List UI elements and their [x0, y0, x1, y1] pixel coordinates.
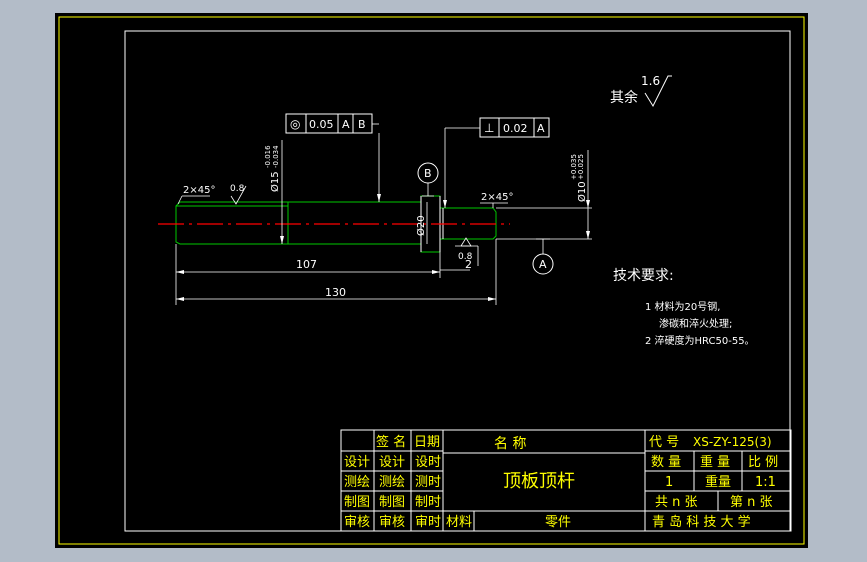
tb-part-name: 顶板顶杆	[503, 471, 575, 492]
tb-r1b: 设计	[379, 455, 405, 470]
tb-qty-label: 数 量	[651, 455, 681, 470]
tb-code-value: XS-ZY-125(3)	[693, 435, 772, 449]
requirements-line3: 2 淬硬度为HRC50-55。	[645, 334, 755, 347]
tb-r4b: 审核	[379, 515, 405, 530]
dim-dia15-tol-upper: -0.016	[264, 145, 272, 168]
tolerance-frame-2	[479, 117, 550, 138]
dim-groove: 2	[465, 258, 472, 271]
sheet-background	[55, 13, 808, 548]
tb-r2b: 测绘	[379, 475, 405, 490]
tb-scale-label: 比 例	[748, 455, 778, 470]
tb-r1: 设计	[344, 455, 370, 470]
datum-a-label: A	[539, 258, 547, 271]
dim-rough-left: 0.8	[230, 184, 245, 194]
roughness-symbol-left	[230, 185, 247, 205]
surface-value: 1.6	[641, 74, 660, 88]
roughness-symbol-other	[644, 75, 672, 108]
tb-r4: 审核	[344, 515, 370, 530]
dim-chamfer-right: 2×45°	[481, 192, 513, 203]
dim-rough-right: 0.8	[458, 252, 473, 262]
tb-r2: 测绘	[344, 475, 370, 490]
dim-dia15-tol-lower: -0.034	[272, 145, 280, 168]
tb-material-label: 材料	[446, 515, 472, 530]
tb-code-label: 代 号	[649, 435, 679, 450]
tol1-ref2: B	[358, 118, 366, 131]
tb-sheet-no: 第 n 张	[730, 495, 773, 510]
requirements-heading: 技术要求:	[613, 268, 674, 284]
roughness-symbol-right	[460, 237, 472, 247]
dimension-arrows	[176, 194, 590, 301]
tol1-value: 0.05	[309, 118, 334, 131]
dim-dia15: Ø15	[269, 171, 281, 192]
outer-border	[58, 16, 805, 545]
tb-qty-value: 1	[665, 475, 673, 490]
dim-dia10-tol-lower: +0.025	[577, 154, 585, 180]
tol2-symbol: ⊥	[484, 121, 494, 135]
tb-r4c: 审时	[415, 515, 441, 530]
tb-name-label: 名 称	[494, 436, 526, 452]
tb-r2c: 测时	[415, 475, 441, 490]
tol2-ref1: A	[537, 122, 545, 135]
tb-r1c: 设时	[415, 455, 441, 470]
datum-b-circle	[417, 162, 439, 184]
tb-weight-value: 重量	[705, 474, 731, 490]
title-block	[340, 429, 792, 532]
tb-r3c: 制时	[415, 495, 441, 510]
tb-sign: 签 名	[376, 434, 406, 450]
tolerance-frame-1	[285, 113, 373, 134]
tb-scale-value: 1:1	[755, 475, 776, 490]
tb-r3b: 制图	[379, 495, 405, 510]
dim-len130: 130	[325, 286, 346, 299]
dim-dia20: Ø20	[415, 215, 427, 236]
dim-dia10-tol-upper: +0.035	[570, 154, 578, 180]
tol2-value: 0.02	[503, 122, 528, 135]
dim-dia10: Ø10	[576, 181, 588, 202]
tb-sheets-total: 共 n 张	[655, 495, 698, 510]
requirements-line1: 1 材料为20号钢,	[645, 300, 720, 313]
surface-prefix: 其余	[610, 89, 638, 106]
datum-b-label: B	[424, 167, 432, 180]
tb-parts-label: 零件	[545, 515, 571, 530]
dim-len107: 107	[296, 258, 317, 271]
tb-weight-label: 重 量	[700, 454, 730, 470]
requirements-line2: 渗碳和淬火处理;	[659, 317, 732, 330]
tol1-symbol: ◎	[290, 117, 300, 131]
tb-r3: 制图	[344, 495, 370, 510]
tol1-ref1: A	[342, 118, 350, 131]
tb-school: 青 岛 科 技 大 学	[652, 514, 751, 530]
datum-a-circle	[532, 253, 554, 275]
dim-chamfer-left: 2×45°	[183, 185, 215, 196]
tb-date: 日期	[414, 435, 440, 450]
